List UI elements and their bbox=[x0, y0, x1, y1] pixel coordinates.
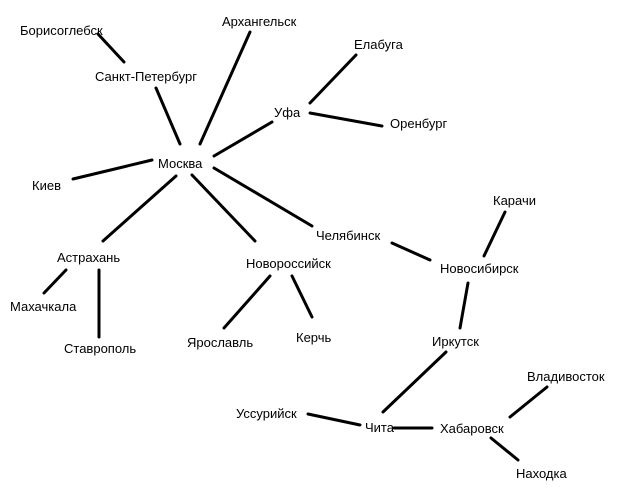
node-chita: Чита bbox=[365, 420, 395, 435]
node-stavropol: Ставрополь bbox=[64, 341, 136, 356]
edge-spb-moskva bbox=[154, 86, 182, 146]
node-nakhodka: Находка bbox=[516, 466, 567, 481]
node-orenburg: Оренбург bbox=[390, 116, 447, 131]
node-khabarovsk: Хабаровск bbox=[440, 421, 504, 436]
edge-astrakhan-makhachkala bbox=[42, 268, 68, 295]
node-spb: Санкт-Петербург bbox=[95, 69, 197, 84]
node-ufa: Уфа bbox=[274, 105, 301, 120]
node-kerch: Керчь bbox=[296, 330, 332, 345]
node-ussuriysk: Уссурийск bbox=[236, 406, 297, 421]
node-vladivostok: Владивосток bbox=[527, 369, 605, 384]
edge-elabuga-ufa bbox=[308, 53, 358, 105]
node-karachi: Карачи bbox=[493, 193, 536, 208]
edge-irkutsk-chita bbox=[381, 350, 448, 414]
edge-moskva-chelyabinsk bbox=[212, 166, 314, 228]
edge-moskva-novorossiysk bbox=[190, 173, 257, 243]
node-makhachkala: Махачкала bbox=[10, 299, 77, 314]
edge-ufa-orenburg bbox=[308, 111, 384, 128]
edge-karachi-novosibirsk bbox=[482, 210, 507, 258]
node-elabuga: Елабуга bbox=[354, 37, 404, 52]
edge-moskva-astrakhan bbox=[101, 174, 178, 243]
edge-borisoglebsk-spb bbox=[96, 32, 126, 64]
edge-kiev-moskva bbox=[71, 158, 154, 181]
node-chelyabinsk: Челябинск bbox=[316, 228, 380, 243]
edge-khabarovsk-vladivostok bbox=[508, 385, 549, 419]
edge-ufa-moskva bbox=[212, 120, 274, 158]
edge-novosibirsk-irkutsk bbox=[458, 281, 470, 330]
edge-chelyabinsk-novosibirsk bbox=[390, 241, 432, 262]
labels-layer: Борисоглебск Архангельск Елабуга Санкт-П… bbox=[10, 14, 605, 481]
node-arkhangelsk: Архангельск bbox=[222, 14, 297, 29]
edge-novorossiysk-kerch bbox=[290, 274, 314, 319]
node-novosibirsk: Новосибирск bbox=[440, 261, 519, 276]
node-moskva: Москва bbox=[158, 156, 203, 171]
edge-khabarovsk-nakhodka bbox=[489, 436, 520, 462]
edges-layer bbox=[42, 30, 549, 462]
edge-arkhangelsk-moskva bbox=[198, 30, 252, 146]
edge-ussuriysk-chita bbox=[306, 412, 362, 427]
node-novorossiysk: Новороссийск bbox=[246, 256, 331, 271]
node-yaroslavl: Ярославль bbox=[187, 335, 253, 350]
node-irkutsk: Иркутск bbox=[432, 334, 479, 349]
edge-novorossiysk-yaroslavl bbox=[222, 274, 272, 330]
node-astrakhan: Астрахань bbox=[57, 250, 120, 265]
node-kiev: Киев bbox=[32, 178, 61, 193]
node-borisoglebsk: Борисоглебск bbox=[20, 23, 103, 38]
